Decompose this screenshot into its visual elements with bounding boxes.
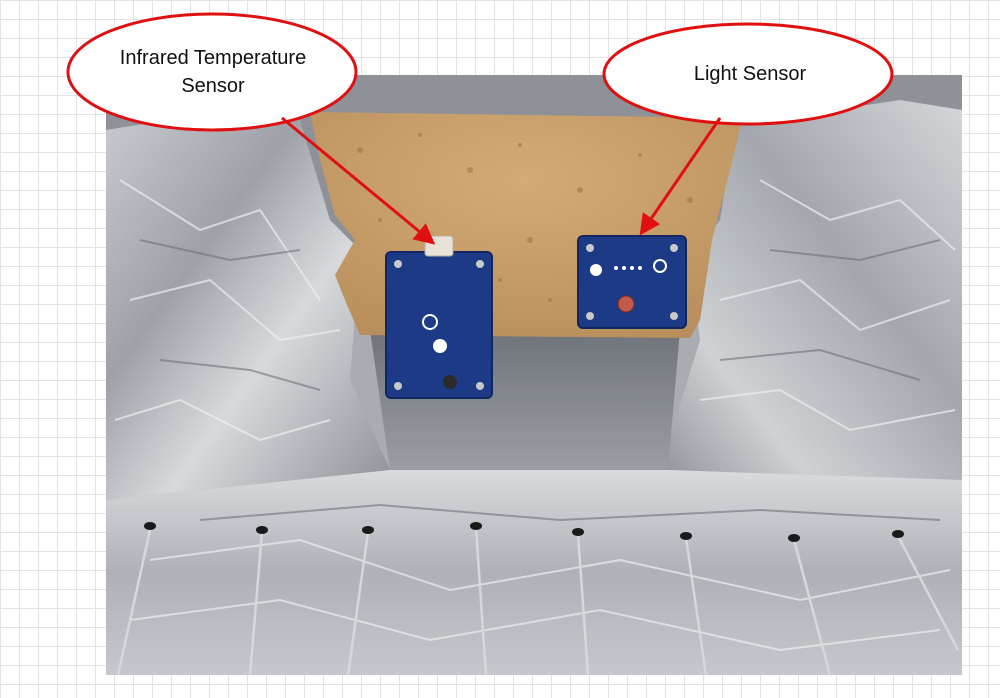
light-callout-arrow — [639, 117, 722, 236]
ir-gear-icon — [433, 339, 447, 353]
light-gear-icon — [590, 264, 602, 276]
light-callout-label: Light Sensor — [680, 60, 820, 88]
infrared-sensor-board — [385, 235, 493, 399]
light-pin-dots — [614, 266, 642, 270]
foil-left — [106, 110, 390, 500]
light-sensor-board — [577, 235, 687, 329]
foil-shadows — [139, 239, 941, 522]
infrared-callout-label: Infrared Temperature Sensor — [95, 44, 331, 100]
photo — [106, 75, 962, 676]
foil-wrinkles — [114, 179, 956, 652]
infrared-callout-line1: Infrared Temperature — [119, 47, 307, 69]
infrared-callout-line2: Sensor — [181, 75, 245, 97]
infrared-callout-arrow — [281, 116, 436, 245]
ir-component — [443, 375, 457, 389]
foil-floor — [106, 470, 962, 675]
photoresistor — [617, 295, 635, 313]
light-grove-icon — [653, 259, 667, 273]
ir-grove-icon — [422, 314, 438, 330]
wire-holes — [144, 522, 904, 542]
wires — [116, 527, 960, 676]
